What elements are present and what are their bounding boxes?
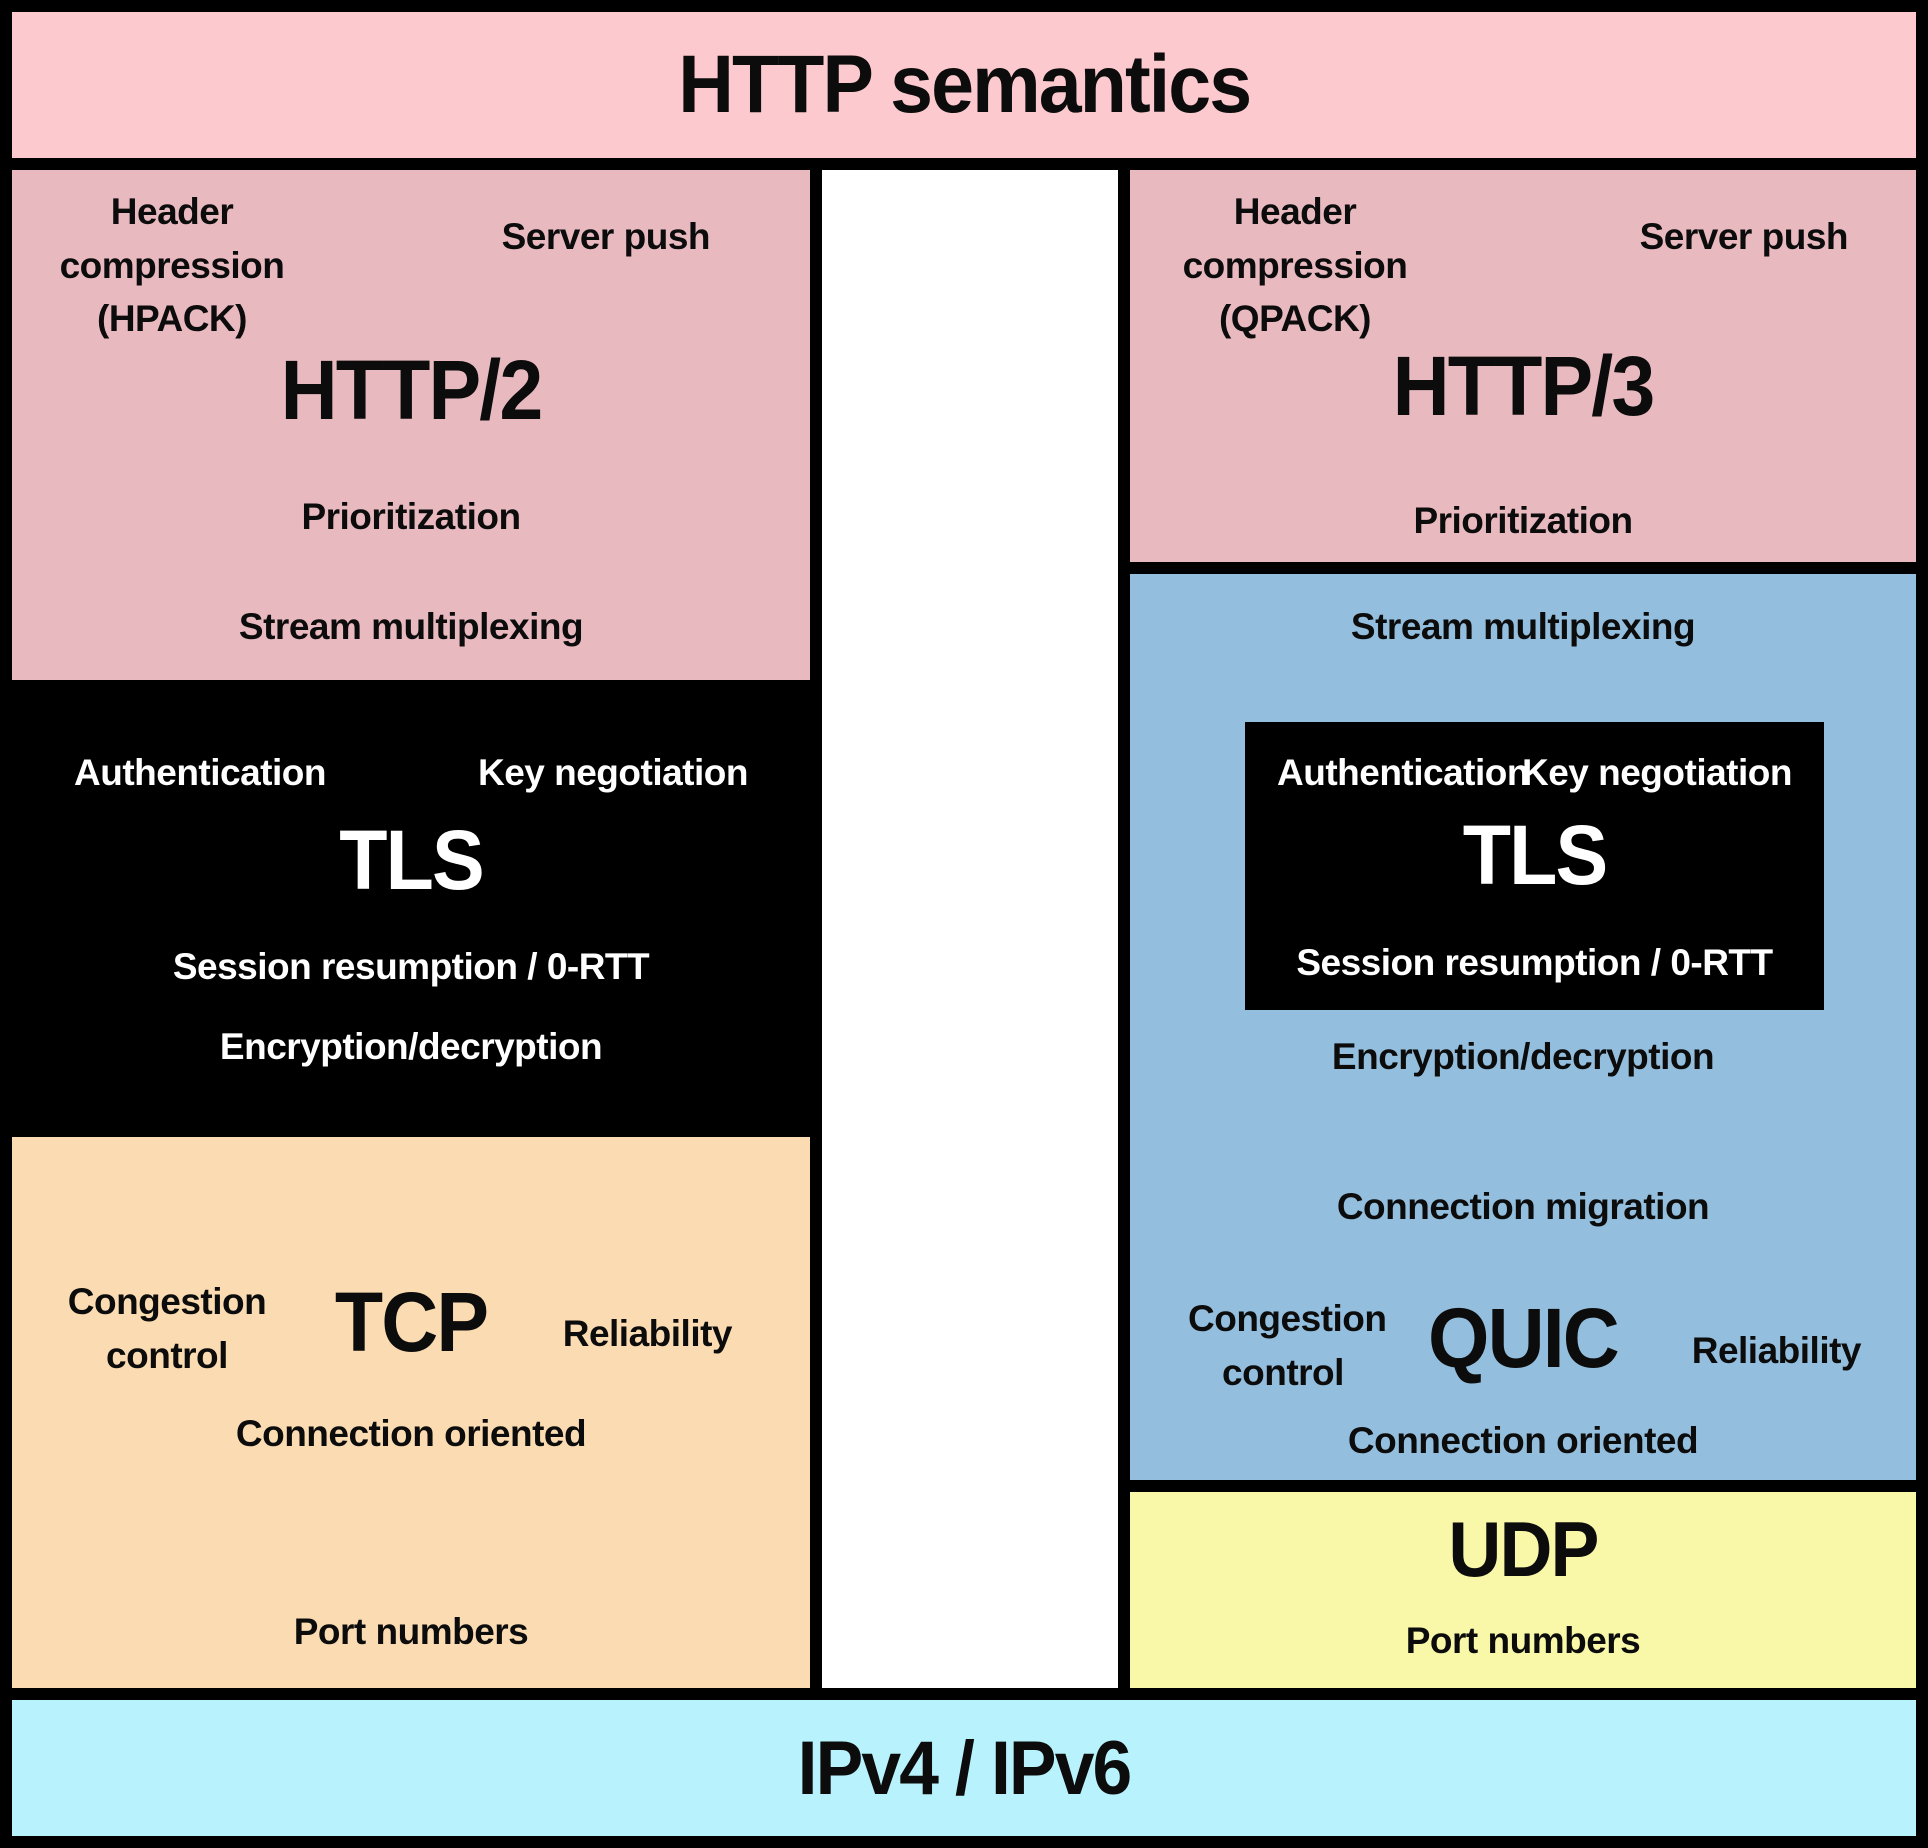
tls-right-session-resumption-label: Session resumption / 0-RTT (1296, 942, 1773, 983)
http3-server-push-label: Server push (1639, 216, 1849, 257)
tcp-congestion-line2: control (106, 1334, 228, 1376)
tls-left-session-resumption-label: Session resumption / 0-RTT (172, 946, 650, 987)
quic-stream-multiplexing-label: Stream multiplexing (1350, 606, 1696, 647)
http2-header-compression-label: Header compression (HPACK) (37, 185, 307, 346)
tcp-layer: Congestion control TCP Reliability Conne… (12, 1137, 810, 1688)
http3-header-compression-line1: Header compression (1182, 191, 1408, 286)
quic-connection-migration-label: Connection migration (1336, 1186, 1710, 1227)
quic-congestion-line1: Congestion (1188, 1298, 1387, 1339)
http3-title: HTTP/3 (1392, 339, 1656, 433)
tls-layer-left: Authentication Key negotiation TLS Sessi… (12, 680, 810, 1137)
tcp-congestion-line1: Congestion (67, 1281, 267, 1322)
tls-right-key-negotiation-label: Key negotiation (1521, 752, 1793, 793)
http2-title: HTTP/2 (280, 343, 544, 437)
quic-title: QUIC (1428, 1291, 1620, 1385)
tcp-port-numbers-label: Port numbers (293, 1611, 529, 1652)
http2-layer: Header compression (HPACK) Server push H… (12, 170, 810, 680)
tcp-congestion-control-label: Congestion control (67, 1275, 267, 1382)
ip-layer: IPv4 / IPv6 (12, 1700, 1916, 1836)
tls-left-key-negotiation-label: Key negotiation (477, 752, 749, 793)
tcp-title: TCP (334, 1275, 489, 1369)
http2-server-push-label: Server push (501, 216, 711, 257)
quic-connection-oriented-label: Connection oriented (1347, 1420, 1699, 1461)
tls-left-encryption-decryption-label: Encryption/decryption (219, 1026, 603, 1067)
quic-layer: Stream multiplexing Authentication Key n… (1130, 574, 1916, 1480)
quic-congestion-line2: control (1222, 1351, 1344, 1393)
http3-header-compression-label: Header compression (QPACK) (1155, 185, 1435, 346)
http3-prioritization-label: Prioritization (1413, 500, 1633, 541)
udp-title: UDP (1448, 1505, 1599, 1593)
http2-hpack-line2: (HPACK) (97, 298, 247, 340)
quic-congestion-control-label: Congestion control (1188, 1292, 1387, 1399)
quic-reliability-label: Reliability (1691, 1330, 1862, 1371)
http-semantics-title: HTTP semantics (677, 39, 1252, 130)
http3-qpack-line2: (QPACK) (1218, 298, 1372, 340)
tls-right-title: TLS (1462, 808, 1608, 902)
tls-left-title: TLS (339, 813, 484, 907)
http2-header-compression-line1: Header compression (59, 191, 285, 286)
udp-port-numbers-label: Port numbers (1405, 1620, 1641, 1661)
column-gap (822, 170, 1118, 1688)
udp-layer: UDP Port numbers (1130, 1492, 1916, 1688)
http-semantics-layer: HTTP semantics (12, 12, 1916, 158)
tls-layer-right: Authentication Key negotiation TLS Sessi… (1245, 722, 1824, 1010)
ip-layer-title: IPv4 / IPv6 (797, 1725, 1133, 1811)
http3-layer: Header compression (QPACK) Server push H… (1130, 170, 1916, 562)
tcp-reliability-label: Reliability (562, 1313, 733, 1354)
http2-stream-multiplexing-label: Stream multiplexing (238, 606, 584, 647)
quic-encryption-decryption-label: Encryption/decryption (1331, 1036, 1715, 1077)
tcp-connection-oriented-label: Connection oriented (235, 1413, 587, 1454)
tls-right-authentication-label: Authentication (1277, 752, 1529, 793)
http2-prioritization-label: Prioritization (301, 496, 521, 537)
tls-left-authentication-label: Authentication (74, 752, 326, 793)
